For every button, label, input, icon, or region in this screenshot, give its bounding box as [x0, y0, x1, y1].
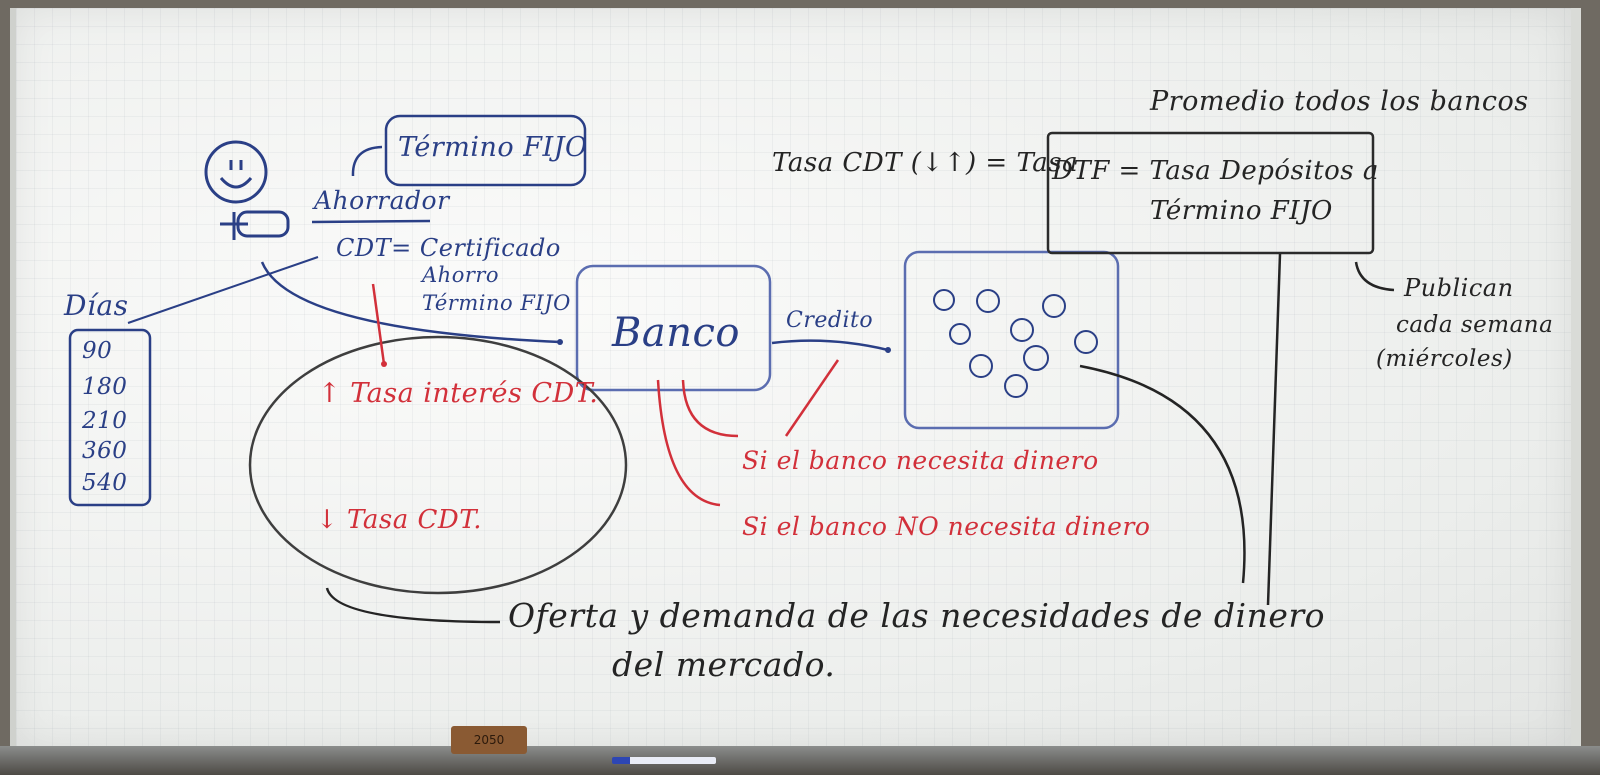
client-face-icon: [1042, 294, 1066, 318]
banco-box: [575, 264, 772, 392]
client-face-icon: [1023, 345, 1049, 371]
client-face-icon: [949, 323, 971, 345]
cdt-termino-fijo: Término FIJO: [422, 291, 571, 315]
clients-box: [903, 250, 1120, 430]
oferta-line-1: Oferta y demanda de las necesidades de d…: [508, 596, 1325, 635]
red-arrow-needs-money: [681, 379, 739, 438]
credito-arrow-head: [885, 347, 891, 353]
marker-tray: [0, 746, 1600, 775]
dtf-termino-fijo: Término FIJO: [1150, 196, 1333, 226]
ahorrador-underline: [311, 219, 431, 224]
dias-value: 90: [82, 338, 113, 364]
client-face-icon: [1004, 374, 1028, 398]
publican-line-1: Publican: [1404, 274, 1514, 302]
blue-marker[interactable]: [612, 757, 716, 764]
dias-box: [68, 328, 152, 507]
credito-label: Credito: [786, 308, 874, 333]
arrow-ahorrador-to-termino: [351, 145, 383, 177]
dtf-definition: DTF = Tasa Depósitos a: [1052, 156, 1379, 186]
termino-fijo-label: Término FIJO: [398, 132, 588, 163]
no-money-label: Si el banco NO necesita dinero: [742, 512, 1151, 541]
dtf-box: [1046, 131, 1375, 255]
cdt-definition: CDT= Certificado: [336, 234, 561, 262]
dias-value: 210: [82, 408, 128, 434]
red-arrow-head: [381, 361, 387, 367]
dias-value: 360: [82, 438, 128, 464]
market-ellipse: [248, 335, 628, 595]
promedio-label: Promedio todos los bancos: [1150, 86, 1529, 117]
client-face-icon: [969, 354, 993, 378]
smiley-mouth: [219, 177, 253, 189]
cdt-ahorro: Ahorro: [422, 263, 500, 287]
client-face-icon: [976, 289, 1000, 313]
ahorrador-label: Ahorrador: [314, 186, 450, 215]
banco-label: Banco: [612, 310, 740, 356]
client-face-icon: [933, 289, 955, 311]
clients-group: [933, 289, 1098, 398]
arrow-to-oferta: [325, 587, 501, 624]
arrow-ahorrador-to-banco: [260, 261, 561, 344]
oferta-line-2: del mercado.: [612, 645, 836, 684]
red-arrow-no-money: [656, 379, 721, 507]
rate-down-label: ↓ Tasa CDT.: [316, 505, 483, 535]
tasa-cdt-equation: Tasa CDT (↓↑) = Tasa: [772, 148, 1079, 178]
whiteboard-eraser[interactable]: 2050: [451, 726, 527, 754]
smiley-icon: [204, 140, 268, 204]
credito-arrow: [771, 339, 889, 352]
line-cdt-to-dias: [127, 256, 319, 324]
client-face-icon: [1074, 330, 1098, 354]
dias-header: Días: [64, 289, 129, 322]
red-arrow-to-credito: [784, 359, 840, 437]
client-face-icon: [1010, 318, 1034, 342]
dias-value: 180: [82, 374, 128, 400]
publican-line-3: (miércoles): [1376, 346, 1513, 372]
arrow-head-banco: [557, 339, 563, 345]
arrow-publican: [1354, 261, 1395, 292]
termino-fijo-box: [384, 114, 587, 187]
whiteboard: [10, 8, 1581, 748]
arrow-dtf-down: [1266, 253, 1282, 606]
publican-line-2: cada semana: [1396, 312, 1554, 338]
arrow-clients-to-dtf: [1079, 364, 1246, 584]
red-arrow-cdt-down: [371, 283, 386, 365]
dias-value: 540: [82, 470, 128, 496]
rate-up-label: ↑ Tasa interés CDT.: [318, 378, 599, 409]
needs-money-label: Si el banco necesita dinero: [742, 446, 1099, 475]
